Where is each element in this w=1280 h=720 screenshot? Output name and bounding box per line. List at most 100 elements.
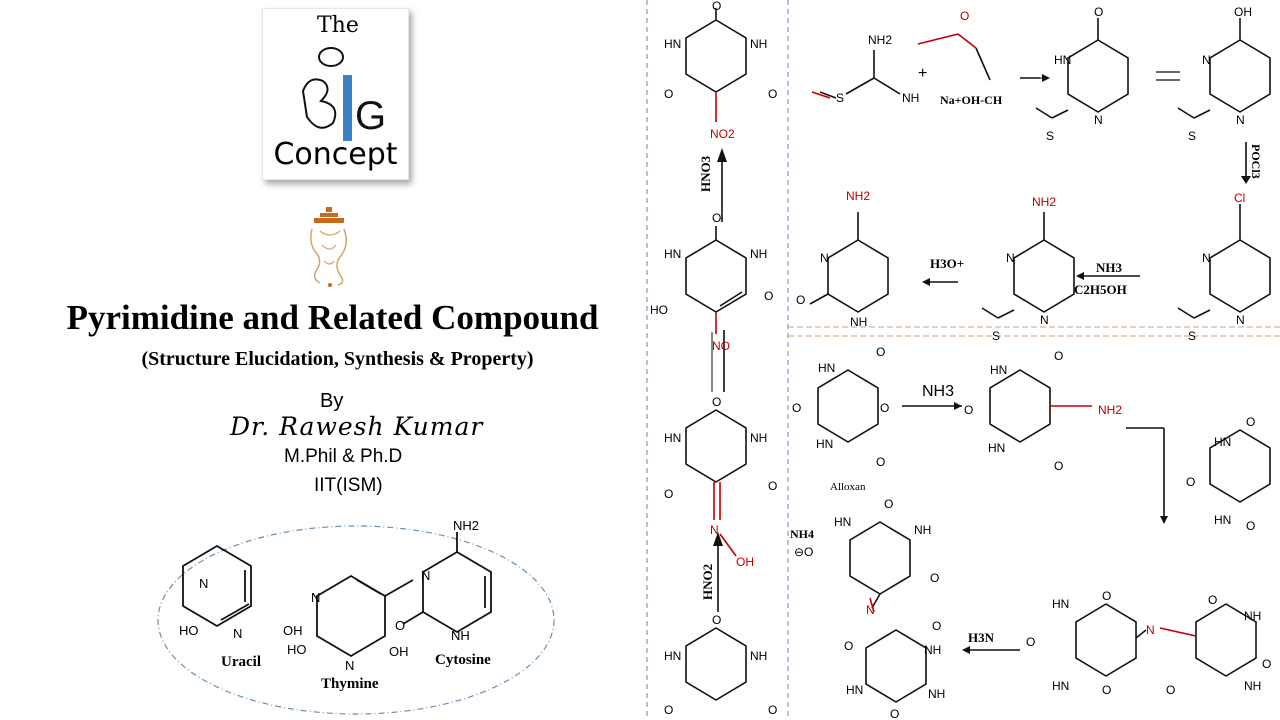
bases-ellipse — [157, 525, 555, 715]
row3-structures — [817, 369, 1271, 703]
purpuric-o-right: O — [1262, 657, 1271, 671]
by-label: By — [320, 390, 344, 412]
cytosine-o-label: O — [395, 618, 405, 633]
col1-hn-2: HN — [664, 247, 681, 261]
r1-ring2-n: N — [1202, 53, 1211, 67]
ammonium-label: NH4 — [790, 527, 814, 541]
row2-structures — [809, 204, 1271, 319]
cytosine-product-n: N — [820, 251, 829, 265]
r3-right-hn2: HN — [1214, 513, 1231, 527]
uramil-o-top: O — [1054, 349, 1063, 363]
pyrimidine-bases-panel: N N HO OH Uracil N N HO OH Thymine NH2 N… — [157, 518, 555, 715]
col1-o-top-3: O — [712, 395, 721, 409]
r2-ring2-n2: N — [1040, 313, 1049, 327]
oxide-anion-label: ⊖O — [794, 545, 813, 559]
chloro-label: Cl — [1234, 191, 1245, 205]
thymine-ho-label: HO — [287, 642, 307, 657]
r2-ring2-nh2: NH2 — [1032, 195, 1056, 209]
thiourea-nh2: NH2 — [868, 33, 892, 47]
right-diagram-panel: O HN NH O O NO2 HNO3 O HN NH HO O NO O H… — [646, 0, 1280, 720]
murexide-o-right: O — [930, 571, 939, 585]
murexide-o-r2: O — [932, 619, 941, 633]
murexide-n-bridge: N — [866, 603, 875, 617]
alloxan-hn2: HN — [816, 437, 833, 451]
uracil-n2-label: N — [233, 626, 242, 641]
r2-ring2-n: N — [1006, 251, 1015, 265]
thymine-structure — [316, 574, 414, 658]
r1-ring1-o: O — [1094, 5, 1103, 19]
col1-o-left-3: O — [664, 487, 673, 501]
r2-ring1-n: N — [1202, 251, 1211, 265]
col1-nh-1: NH — [750, 37, 767, 51]
author-degrees: M.Phil & Ph.D — [284, 446, 403, 467]
alloxan-label: Alloxan — [830, 481, 866, 493]
purpuric-n-bridge: N — [1146, 623, 1155, 637]
purpuric-o-bottom: O — [1102, 683, 1111, 697]
purpuric-o-top: O — [1102, 589, 1111, 603]
murexide-o-l2: O — [844, 639, 853, 653]
cytosine-product-nh: NH — [850, 315, 867, 329]
alloxan-o-right: O — [880, 401, 889, 415]
uracil-label: Uracil — [221, 654, 261, 670]
svg-text:G: G — [355, 94, 386, 138]
col1-nh-2: NH — [750, 247, 767, 261]
r3-right-o-bottom: O — [1246, 519, 1255, 533]
purpuric-o-r-top: O — [1208, 593, 1217, 607]
big-concept-logo: The G Concept — [262, 8, 409, 180]
plus-sign: + — [918, 65, 927, 82]
h3n-label: H3N — [968, 630, 995, 645]
cytosine-product-o: O — [796, 293, 805, 307]
col1-o-top-4: O — [712, 613, 721, 627]
r1-ring1-n: N — [1094, 113, 1103, 127]
col1-hn-1: HN — [664, 37, 681, 51]
thymine-label: Thymine — [321, 676, 379, 692]
cytosine-structure — [402, 532, 492, 634]
purpuric-nh: NH — [1244, 609, 1261, 623]
r3-right-o: O — [1186, 475, 1195, 489]
purpuric-hn: HN — [1052, 597, 1069, 611]
author-institute: IIT(ISM) — [314, 475, 383, 496]
uramil-o-bottom: O — [1054, 459, 1063, 473]
nh3-reagent-label: NH3 — [1096, 260, 1123, 275]
thymine-oh-label: OH — [389, 644, 409, 659]
logo-letters-icon: G — [301, 47, 386, 141]
r2-ring2-s: S — [992, 329, 1000, 343]
cytosine-product-nh2: NH2 — [846, 189, 870, 203]
cytosine-label: Cytosine — [435, 652, 491, 668]
col1-structures — [685, 8, 747, 701]
col1-hn-3: HN — [664, 431, 681, 445]
murexide-hn-2: HN — [846, 683, 863, 697]
r1-ring1-s: S — [1046, 129, 1054, 143]
thiourea-s: S — [836, 91, 844, 105]
col1-o-top: O — [712, 0, 721, 13]
col1-n-label: N — [710, 523, 719, 537]
purpuric-hn2: HN — [1052, 679, 1069, 693]
alloxan-hn: HN — [818, 361, 835, 375]
thymine-n2-label: N — [345, 658, 354, 673]
col1-o-top-2: O — [712, 211, 721, 225]
r2-ring1-s: S — [1188, 329, 1196, 343]
r2-ring1-n2: N — [1236, 313, 1245, 327]
uracil-oh-label: OH — [283, 623, 303, 638]
col1-nh-4: NH — [750, 649, 767, 663]
col1-no2-label: NO2 — [710, 127, 735, 141]
murexide-hn: HN — [834, 515, 851, 529]
col1-no-label: NO — [712, 339, 730, 353]
uramil-nh2: NH2 — [1098, 403, 1122, 417]
col1-hno2-label: HNO2 — [700, 564, 715, 600]
alloxan-o-left: O — [792, 401, 801, 415]
ester-o-top: O — [960, 9, 969, 23]
h3o-label: H3O+ — [930, 256, 964, 271]
r1-ring2-n2: N — [1236, 113, 1245, 127]
page-subtitle: (Structure Elucidation, Synthesis & Prop… — [141, 348, 534, 370]
murexide-nh-2: NH — [924, 643, 941, 657]
r1-ring2-oh: OH — [1234, 5, 1252, 19]
purpuric-o-r-bottom: O — [1166, 683, 1175, 697]
murexide-o-top: O — [884, 497, 893, 511]
col1-o-right-1: O — [768, 87, 777, 101]
uramil-hn: HN — [990, 363, 1007, 377]
pocl3-label: POCl3 — [1249, 144, 1263, 179]
cytosine-nh2-label: NH2 — [453, 518, 479, 533]
col1-o-left-4: O — [664, 703, 673, 717]
ganesha-emblem-icon — [310, 207, 347, 287]
